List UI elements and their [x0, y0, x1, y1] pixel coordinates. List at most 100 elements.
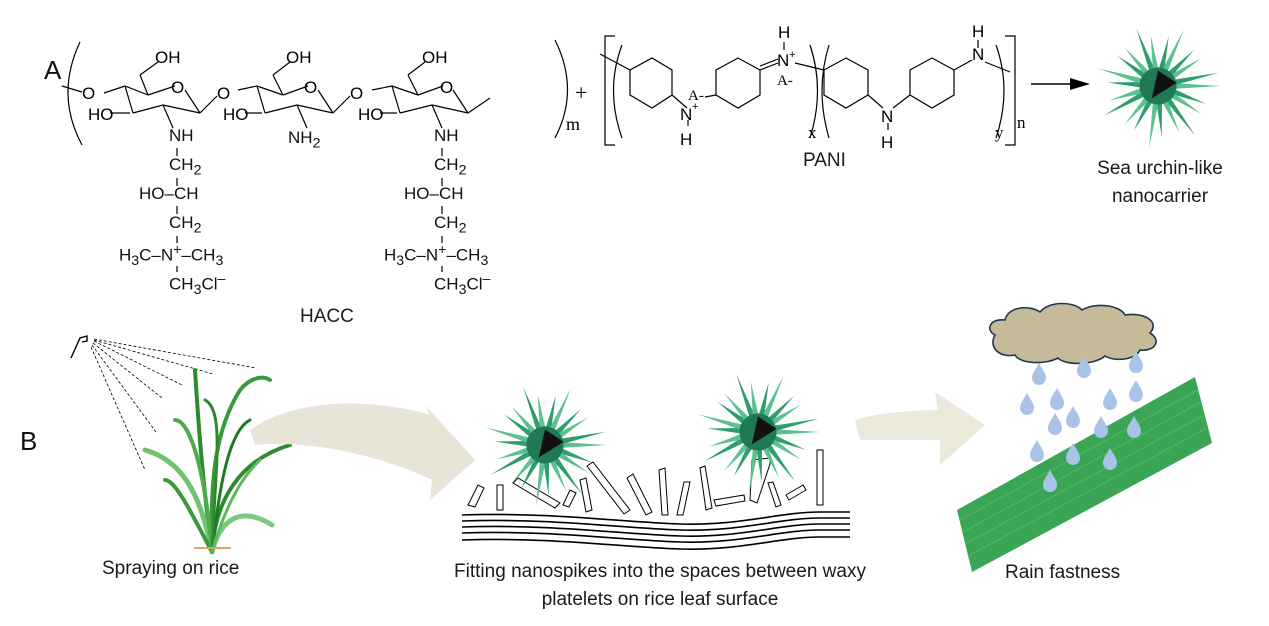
urchin-spike — [1117, 55, 1146, 78]
sidechain-group: NH — [434, 126, 459, 145]
urchin-spike — [756, 448, 763, 483]
sidechain-group: HO–CH — [139, 184, 199, 203]
urchin-spike — [553, 457, 583, 495]
sidechain-group: CH3Cl– — [434, 271, 491, 299]
urchin-spike — [494, 441, 529, 447]
pani-n1: N — [680, 105, 692, 124]
urchin-spike — [707, 428, 742, 434]
hacc-u2-oh: OH — [286, 48, 312, 67]
urchin-spike — [698, 414, 743, 430]
raindrop-icon — [1048, 413, 1062, 435]
urchin-spike — [1162, 29, 1184, 72]
urchin-spike — [749, 448, 759, 494]
urchin-spike — [733, 445, 753, 477]
pani-subscript-x: x — [808, 123, 817, 142]
urchin-spike — [1124, 47, 1149, 75]
urchin-spike — [543, 461, 550, 496]
rice-leaf-icon — [957, 377, 1212, 572]
urchin-spike — [1166, 98, 1196, 136]
hacc-u3-oh: OH — [422, 48, 448, 67]
sidechain-group: CH2 — [169, 155, 202, 179]
reaction-arrow — [1031, 78, 1090, 90]
step-label-fitting-line2: platelets on rice leaf surface — [541, 589, 779, 610]
cloud-icon — [989, 302, 1157, 365]
urchin-spike — [717, 401, 746, 424]
sea-urchin-nanocarrier-icon — [698, 373, 820, 494]
urchin-spike — [557, 451, 588, 473]
sea-urchin-nanocarrier-icon — [485, 386, 607, 507]
panel-label-b: B — [20, 426, 38, 456]
product-label: Sea urchin-like nanocarrier — [1070, 155, 1250, 211]
sidechain-group: HO–CH — [404, 184, 464, 203]
urchin-spike — [709, 434, 743, 447]
pani-subscript-y: y — [995, 123, 1004, 142]
raindrops — [1020, 351, 1143, 492]
pani-n4-h: H — [972, 22, 984, 41]
hacc-u1-oh: OH — [155, 48, 181, 67]
step-arrow-1 — [250, 403, 475, 500]
urchin-spike — [766, 444, 796, 482]
step-arrow-2 — [855, 392, 985, 465]
urchin-spike — [724, 443, 749, 471]
raindrop-icon — [1077, 356, 1091, 378]
urchin-shadow — [1151, 70, 1177, 99]
step-label-fitting-line1: Fitting nanospikes into the spaces betwe… — [454, 561, 866, 582]
hacc-u1-ring-o: O — [171, 78, 184, 97]
hacc-backbone — [61, 61, 491, 272]
urchin-spike — [770, 438, 801, 460]
urchin-spike — [545, 395, 556, 429]
product-label-line1: Sea urchin-like — [1097, 158, 1223, 179]
raindrop-icon — [1127, 416, 1141, 438]
urchin-spike — [549, 459, 567, 492]
raindrop-icon — [1032, 363, 1046, 385]
raindrop-icon — [1129, 380, 1143, 402]
raindrop-icon — [1066, 406, 1080, 428]
urchin-spike — [762, 446, 780, 479]
urchin-spike — [758, 382, 769, 416]
urchin-spike — [520, 458, 540, 490]
hacc-label: HACC — [300, 306, 354, 327]
urchin-spike — [770, 404, 801, 426]
waxy-platelets — [467, 449, 824, 516]
step-label-spraying: Spraying on rice — [102, 558, 240, 579]
pani-n3: N — [881, 107, 893, 126]
urchin-spike — [1107, 82, 1142, 88]
urchin-spike — [750, 381, 759, 416]
hacc-subscript-m: m — [566, 114, 580, 134]
urchin-shadow — [751, 416, 777, 445]
hacc-close-paren — [554, 39, 568, 139]
pani-open-bracket — [604, 35, 615, 146]
pani-n2-plus: + — [789, 49, 795, 61]
sidechain-group: CH3Cl– — [169, 271, 226, 299]
sidechain-group: CH2 — [169, 213, 202, 237]
hacc-u3-ring-o: O — [440, 78, 453, 97]
sidechain-group: H3C–N+–CH3 — [119, 242, 224, 270]
urchin-spike — [1175, 83, 1220, 89]
hacc-u2-ring-o: O — [304, 78, 317, 97]
hacc-open-paren — [67, 41, 83, 146]
urchin-spike — [1168, 50, 1194, 76]
pani-n1-h: H — [680, 130, 692, 149]
urchin-spike — [736, 373, 755, 417]
raindrop-icon — [1050, 388, 1064, 410]
step-label-fitting: Fitting nanospikes into the spaces betwe… — [395, 558, 925, 614]
pani-label: PANI — [803, 150, 846, 171]
urchin-spike — [774, 418, 819, 432]
hacc-u2-link-o: O — [350, 84, 363, 103]
urchin-spike — [775, 429, 820, 435]
spray-nozzle-icon — [70, 335, 88, 359]
panel-label-a: A — [44, 55, 62, 85]
raindrop-icon — [1030, 440, 1044, 462]
sidechain-group: CH2 — [434, 155, 467, 179]
sea-urchin-nanocarrier-icon — [1098, 27, 1220, 148]
hacc-end-o: O — [82, 84, 95, 103]
urchin-spike — [1170, 92, 1201, 114]
hacc-u2-nh2: NH2 — [288, 128, 321, 152]
urchin-spike — [1170, 58, 1201, 80]
urchin-spike — [549, 388, 571, 431]
sidechain-group: NH — [169, 126, 194, 145]
step-label-rain: Rain fastness — [1005, 562, 1121, 583]
urchin-spike — [1098, 68, 1143, 84]
urchin-spike — [1136, 27, 1155, 71]
urchin-spike — [1103, 91, 1145, 116]
